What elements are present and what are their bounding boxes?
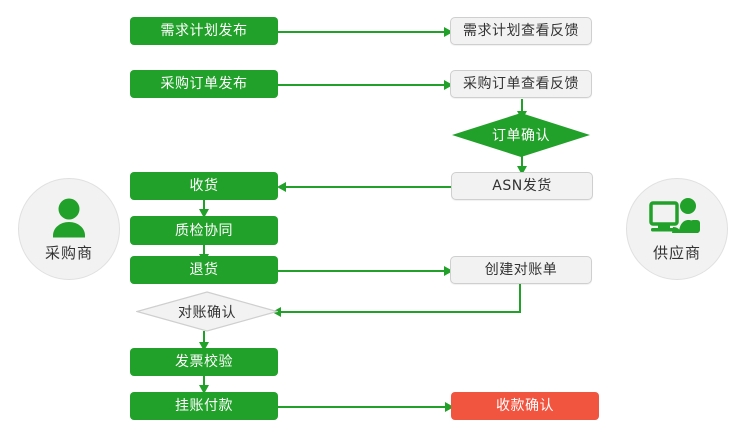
node-label: ASN发货 [492, 178, 552, 194]
node-label: 需求计划查看反馈 [463, 23, 579, 39]
node-quality-collab[interactable]: 质检协同 [130, 216, 278, 245]
edge-asn-receive [285, 186, 451, 188]
person-icon [41, 195, 97, 241]
node-order-confirm[interactable]: 订单确认 [452, 113, 590, 157]
node-payment-posting[interactable]: 挂账付款 [130, 392, 278, 420]
node-asn-shipment[interactable]: ASN发货 [451, 172, 593, 200]
actor-supplier-label: 供应商 [652, 244, 701, 262]
edge-asn-receive-arrow [277, 182, 286, 192]
node-demand-plan-feedback[interactable]: 需求计划查看反馈 [450, 17, 592, 45]
actor-buyer[interactable]: 采购商 [18, 178, 120, 280]
node-label: 挂账付款 [175, 398, 233, 414]
person-computer-icon [649, 195, 705, 241]
node-receipt-confirm[interactable]: 收款确认 [451, 392, 599, 420]
diamond-shape [136, 291, 278, 332]
edge-po-confirm [521, 99, 523, 121]
edge-statement-confirm-h [280, 311, 521, 313]
node-return-goods[interactable]: 退货 [130, 256, 278, 284]
edge-receive-quality [203, 200, 205, 216]
actor-supplier[interactable]: 供应商 [626, 178, 728, 280]
node-create-statement[interactable]: 创建对账单 [450, 256, 592, 284]
edge-quality-return [203, 245, 205, 261]
edge-po-publish-arrow [444, 80, 453, 90]
node-receive-goods[interactable]: 收货 [130, 172, 278, 200]
node-label: 质检协同 [175, 222, 233, 239]
edge-demand-plan [270, 31, 446, 33]
node-label: 收货 [189, 178, 219, 194]
node-statement-confirm[interactable]: 对账确认 [136, 291, 278, 332]
node-label: 发票校验 [175, 354, 233, 370]
node-invoice-check[interactable]: 发票校验 [130, 348, 278, 376]
node-po-feedback[interactable]: 采购订单查看反馈 [450, 70, 592, 98]
edge-confirm-asn-arrow [517, 166, 527, 175]
edge-invoice-payment-arrow [199, 385, 209, 394]
node-label: 需求计划发布 [160, 23, 248, 39]
edge-return-statement [270, 270, 450, 272]
edge-payment-receipt-arrow [445, 402, 454, 412]
node-label: 收款确认 [496, 398, 554, 414]
edge-demand-plan-arrow [444, 27, 453, 37]
edge-statement-confirm-v [519, 284, 521, 313]
edge-return-statement-arrow [444, 266, 453, 276]
node-label: 退货 [189, 262, 219, 278]
node-demand-plan-publish[interactable]: 需求计划发布 [130, 17, 278, 45]
node-label: 采购订单查看反馈 [463, 76, 579, 92]
node-label: 订单确认 [492, 128, 550, 144]
edge-receive-quality-arrow [199, 209, 209, 218]
edge-invoice-payment [203, 375, 205, 392]
node-label: 创建对账单 [484, 262, 558, 278]
edge-confirm-invoice-arrow [199, 342, 209, 351]
node-po-publish[interactable]: 采购订单发布 [130, 70, 278, 98]
actor-buyer-label: 采购商 [44, 244, 93, 262]
node-label: 对账确认 [178, 304, 236, 321]
diamond-shape [452, 113, 590, 157]
edge-po-publish [270, 84, 446, 86]
node-label: 采购订单发布 [160, 76, 248, 92]
edge-payment-receipt [270, 406, 451, 408]
edge-confirm-invoice [203, 331, 205, 349]
